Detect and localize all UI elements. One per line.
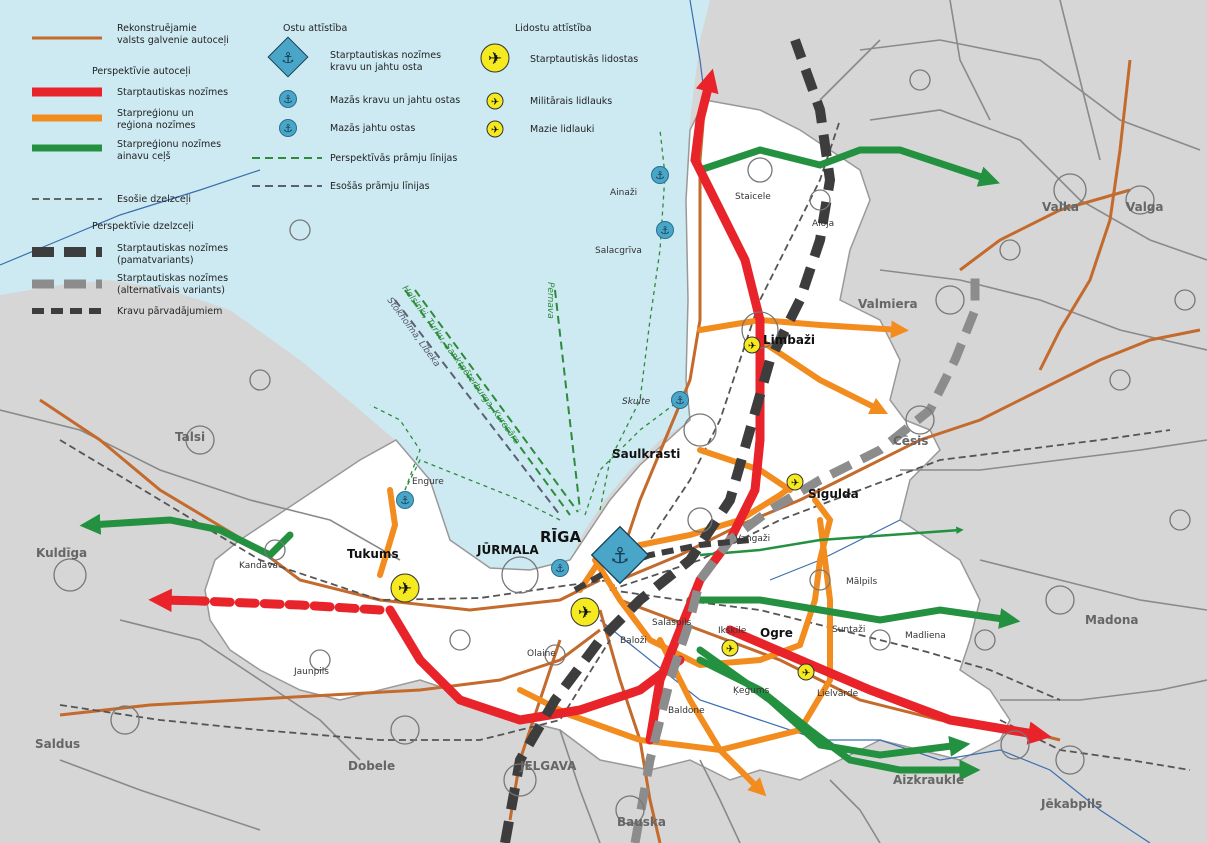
rail-baltica-alt [630, 270, 980, 843]
label-kandava: Kandava [239, 561, 278, 571]
airport-icon [786, 473, 804, 491]
settlement-circles [53, 69, 1196, 825]
legend-port-small-cargo: Mazās kravu un jahtu ostas [330, 95, 460, 106]
label-ikskile: Ikšķile [718, 625, 747, 636]
airport-icon [390, 573, 420, 603]
anchor-icon [671, 391, 689, 409]
label-balozi: Baloži [620, 636, 647, 646]
legend-airport-small: Mazie lidlauki [530, 124, 594, 135]
label-valka: Valka [1042, 200, 1079, 214]
label-valga: Valga [1126, 200, 1164, 214]
legend-ferry-existing: Esošās prāmju līnijas [330, 181, 430, 192]
label-bauska: Bauska [617, 815, 666, 829]
airport-icon [486, 92, 504, 110]
label-jelgava: JELGAVA [519, 759, 577, 773]
landscape-road-thin [699, 526, 964, 557]
label-skulte: Skulte [622, 397, 651, 407]
place-labels: RĪGA JŪRMALA Tukums Saulkrasti Limbaži S… [35, 188, 1164, 829]
airport-icon [743, 336, 761, 354]
label-malpils: Mālpils [846, 577, 877, 587]
label-jekabpils: Jēkabpils [1040, 797, 1102, 811]
label-tukums: Tukums [347, 547, 399, 561]
legend-rail-freight: Kravu pārvadājumiem [117, 306, 222, 317]
label-staicele: Staicele [735, 192, 771, 202]
label-aizkraukle: Aizkraukle [893, 773, 964, 787]
label-salaspils: Salaspils [652, 618, 692, 628]
legend-rail-main: Starptautiskas nozīmes(pamatvariants) [117, 243, 228, 266]
label-dobele: Dobele [348, 759, 395, 773]
airport-icon [797, 663, 815, 681]
svg-text:⚓: ⚓ [281, 49, 294, 67]
label-madliena: Madliena [905, 631, 946, 641]
label-saulkrasti: Saulkrasti [612, 447, 680, 461]
svg-text:⚓: ⚓ [610, 544, 630, 569]
label-lielvarde: Lielvārde [817, 689, 859, 699]
label-saldus: Saldus [35, 737, 80, 751]
label-cesis: Cēsis [893, 434, 928, 448]
anchor-icon [279, 90, 297, 108]
airport-icon [570, 597, 600, 627]
label-ogre: Ogre [760, 626, 793, 640]
label-valmiera: Valmiera [858, 297, 918, 311]
label-limbazi: Limbaži [763, 333, 815, 347]
legend-roads-header: Perspektīvie autoceļi [92, 66, 191, 77]
label-salacgriva: Salacgrīva [595, 246, 642, 256]
label-ainazi: Ainaži [610, 188, 637, 198]
label-sigulda: Sigulda [808, 487, 859, 501]
legend-ports-header: Ostu attīstība [283, 23, 347, 34]
anchor-icon [279, 119, 297, 137]
label-talsi: Talsi [175, 430, 205, 444]
anchor-icon [651, 166, 669, 184]
anchor-icon [396, 491, 414, 509]
label-aloja: Aloja [812, 219, 834, 229]
rail-baltica-main [500, 38, 836, 843]
label-vangazi: Vangaži [735, 534, 770, 544]
anchor-icon [551, 559, 569, 577]
label-riga: RĪGA [540, 526, 581, 546]
label-madona: Madona [1085, 613, 1139, 627]
airport-icon [480, 43, 510, 73]
label-kegums: Ķegums [733, 686, 770, 696]
legend-port-small-yacht: Mazās jahtu ostas [330, 123, 415, 134]
legend-rail-alt: Starptautiskas nozīmes(alternatīvais var… [117, 273, 228, 296]
legend-airports-header: Lidostu attīstība [515, 23, 592, 34]
landscape-roads [79, 146, 1021, 781]
label-baldone: Baldone [668, 706, 705, 716]
label-kuldiga: Kuldīga [36, 546, 87, 560]
legend-airport-military: Militārais lidlauks [530, 96, 612, 107]
legend-ferry-planned: Perspektīvās prāmju līnijas [330, 153, 457, 164]
anchor-icon: ⚓ [590, 525, 650, 585]
rail-freight [573, 537, 751, 593]
anchor-icon: ⚓ [267, 36, 309, 78]
label-olaine: Olaine [527, 649, 556, 659]
label-jurmala: JŪRMALA [476, 542, 539, 557]
legend-airport-international: Starptautiskās lidostas [530, 54, 638, 65]
gulf-of-riga [0, 0, 710, 570]
anchor-icon [656, 221, 674, 239]
label-suntazi: Suntaži [832, 625, 865, 635]
legend-rail-existing: Esošie dzelzceļi [117, 194, 191, 205]
airport-icon [486, 120, 504, 138]
ferry-label-parnava: Pērnava [545, 282, 555, 319]
reconstructed-roads [39, 59, 1201, 843]
label-jaunpils: Jaunpils [293, 667, 329, 677]
legend-road-international: Starptautiskas nozīmes [117, 87, 228, 98]
label-engure: Engure [412, 477, 444, 487]
airport-icon [721, 639, 739, 657]
legend-rail-header: Perspektīvie dzelzceļi [92, 221, 194, 232]
